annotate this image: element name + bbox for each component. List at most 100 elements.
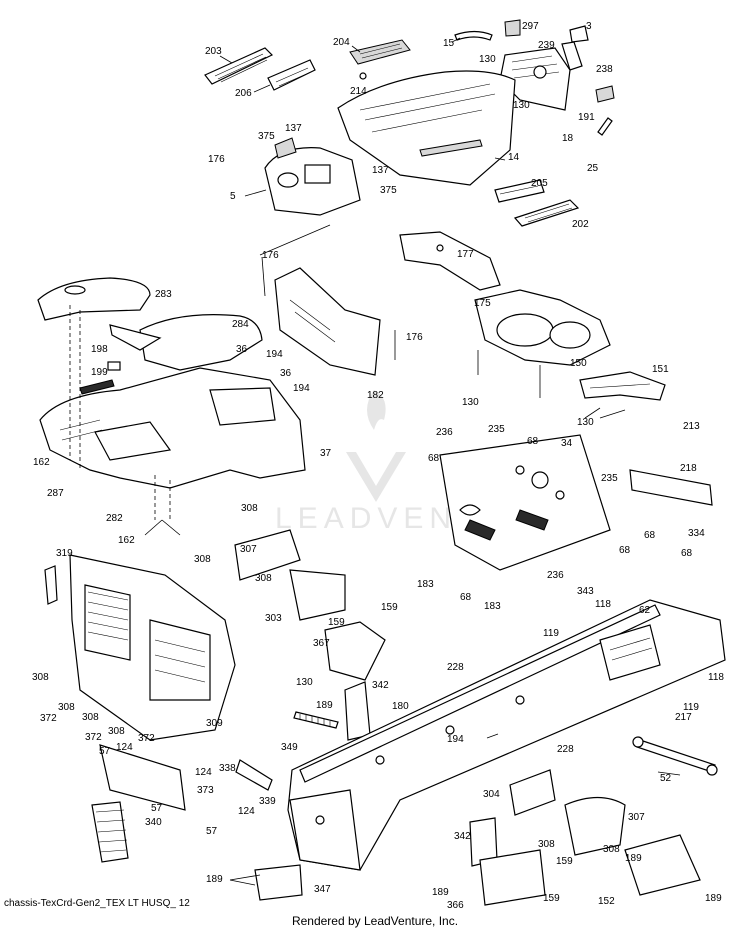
callout-119-a: 119 [543,628,559,639]
callout-182: 182 [367,390,384,401]
part-182-lower-dash [274,267,381,376]
callout-236: 236 [436,427,453,438]
part-307-bracket [234,529,301,581]
callout-308-h: 308 [538,839,555,850]
callout-15: 15 [443,38,455,49]
callout-130-a: 130 [479,54,496,65]
callout-308-a: 308 [241,503,258,514]
callout-189-a: 189 [316,700,333,711]
callout-68-b: 68 [428,453,440,464]
callout-194-c: 194 [447,734,464,745]
callout-194-a: 194 [266,349,283,360]
callout-308-i: 308 [603,844,620,855]
part-151-bracket [579,371,666,401]
callout-183-a: 183 [417,579,434,590]
part-150-fan-shroud [474,289,611,398]
callout-130-c: 130 [462,397,479,408]
callout-130-e: 130 [296,677,313,688]
part-218-bracket [629,469,713,506]
leader-lines [144,224,681,886]
rendered-by-credit: Rendered by LeadVenture, Inc. [291,914,459,928]
callout-213: 213 [683,421,700,432]
part-284-seat [109,314,263,371]
callout-118-b: 118 [708,672,724,683]
callout-373: 373 [197,785,214,796]
callout-340: 340 [145,817,162,828]
callout-307-a: 307 [240,544,257,555]
diagram-id: chassis-TexCrd-Gen2_TEX LT HUSQ_ 12 [4,898,190,909]
callout-228-a: 228 [447,662,464,673]
callout-367: 367 [313,638,330,649]
part-180-frame [287,599,726,871]
callout-57-a: 57 [99,746,111,757]
callout-343: 343 [577,586,594,597]
callout-342-b: 342 [454,831,471,842]
callout-177: 177 [457,249,474,260]
part-373-plate [99,744,186,811]
callout-68-e: 68 [619,545,631,556]
callout-3: 3 [586,21,592,32]
callout-189-c: 189 [206,874,223,885]
part-304-bracket [509,769,556,816]
part-204-cover [349,39,411,80]
callout-36-b: 36 [280,368,292,379]
part-217-tie-rod [632,736,718,776]
part-25-clip [597,117,613,136]
callout-14: 14 [508,152,520,163]
part-191-cap [595,85,615,103]
callout-124-b: 124 [195,767,212,778]
callout-217: 217 [675,712,692,723]
callout-202: 202 [572,219,589,230]
part-198-199-pads [79,361,121,395]
part-367-bracket [324,621,386,681]
callout-342-a: 342 [372,680,389,691]
callout-124-a: 124 [116,742,133,753]
callout-176-a: 176 [208,154,225,165]
part-152-skid [624,834,701,896]
part-347-bracket [254,864,303,901]
callout-175: 175 [474,298,491,309]
part-319-bracket [44,565,58,605]
callout-180: 180 [392,701,409,712]
callout-334: 334 [688,528,705,539]
callout-150: 150 [570,358,587,369]
callout-303: 303 [265,613,282,624]
callout-124-c: 124 [238,806,255,817]
fender-dashed-lines [69,305,171,520]
callout-159-b: 159 [328,617,345,628]
callout-349: 349 [281,742,298,753]
part-366-bracket [479,849,546,906]
part-3-insert [561,25,589,71]
callout-319: 319 [56,548,73,559]
part-297-cap [504,19,521,37]
part-202-strip [513,199,580,227]
callout-236-b: 236 [547,570,564,581]
callout-238: 238 [596,64,613,75]
callout-372-b: 372 [85,732,102,743]
callout-68-d: 68 [681,548,693,559]
callout-309: 309 [206,718,223,729]
callout-183-b: 183 [484,601,501,612]
callout-214: 214 [350,86,367,97]
part-283-fender-cover [37,277,151,321]
callout-375-b: 375 [380,185,397,196]
callout-36-a: 36 [236,344,248,355]
part-206-trim [253,59,316,93]
callout-118-a: 118 [595,599,611,610]
part-175-bracket [399,231,501,291]
callout-68-c: 68 [644,530,656,541]
callout-162-b: 162 [118,535,135,546]
callout-203: 203 [205,46,222,57]
callout-308-c: 308 [255,573,272,584]
callout-151: 151 [652,364,669,375]
callout-308-b: 308 [194,554,211,565]
callout-308-f: 308 [82,712,99,723]
callout-159-d: 159 [543,893,560,904]
callout-235-a: 235 [488,424,505,435]
callout-34: 34 [561,438,573,449]
callout-194-b: 194 [293,383,310,394]
part-309-grille-frame [69,554,236,741]
callout-198: 198 [91,344,108,355]
callout-189-d: 189 [432,887,449,898]
